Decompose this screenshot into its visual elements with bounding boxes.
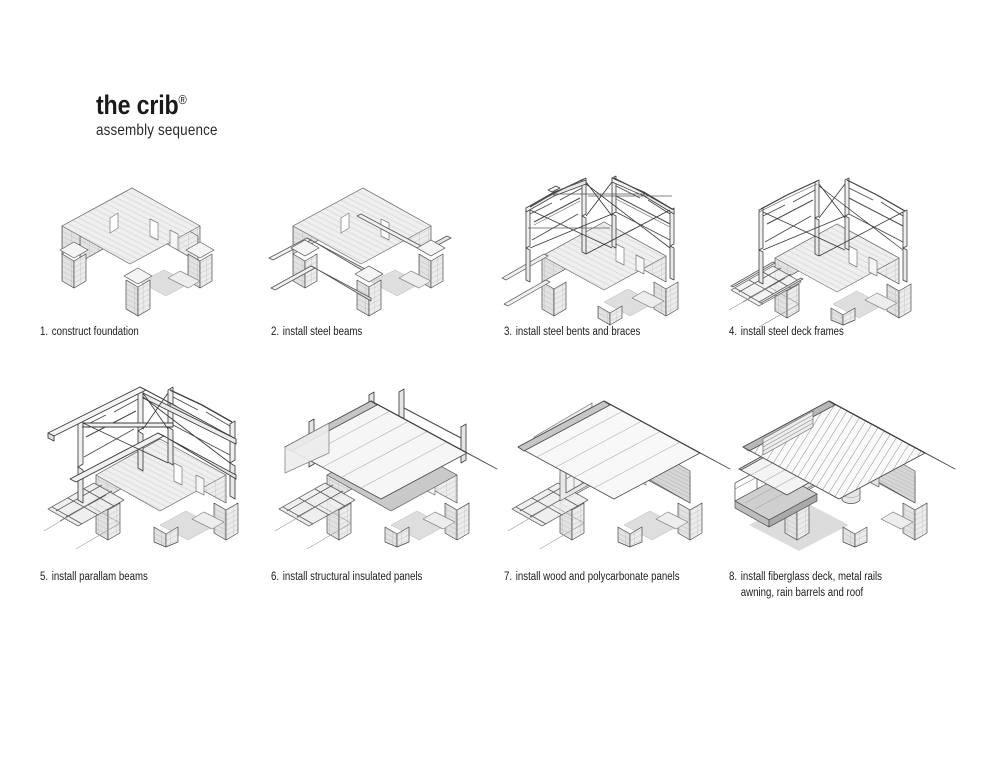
step-1-number: 1. [40,326,49,338]
step-4-caption-block: 4.install steel deck frames [729,325,866,341]
step-4-label: install steel deck frames [740,326,844,338]
registered-trademark-icon: ® [178,92,187,107]
step-8-label: install fiberglass deck, metal rails [740,571,882,583]
step-6-number: 6. [271,571,280,583]
step-7-number: 7. [504,571,513,583]
step-7-caption-block: 7.install wood and polycarbonate panels [504,570,713,586]
logo: the crib® assembly sequence [96,92,241,139]
step-7-label: install wood and polycarbonate panels [515,571,680,583]
step-5-label: install parallam beams [51,571,148,583]
step-4-number: 4. [729,326,738,338]
step-1-caption: 1.construct foundation [40,325,139,341]
step-4-caption: 4.install steel deck frames [729,325,844,341]
step-8-caption: 8.install fiberglass deck, metal rails aw… [729,570,882,601]
step-5-number: 5. [40,571,49,583]
step-2-illustration [268,170,501,320]
step-3-illustration [501,170,734,326]
step-8-illustration [729,375,959,551]
step-5-illustration [40,375,270,550]
step-3-caption: 3.install steel bents and braces [504,325,640,341]
step-2-label: install steel beams [282,326,363,338]
step-7-illustration [504,375,734,550]
step-3-number: 3. [504,326,513,338]
step-3-label: install steel bents and braces [515,326,641,338]
step-5-caption: 5.install parallam beams [40,570,148,586]
step-1-illustration [40,170,270,320]
step-7-caption: 7.install wood and polycarbonate panels [504,570,680,586]
step-1-caption-block: 1.construct foundation [40,325,158,341]
step-6-label: install structural insulated panels [282,571,423,583]
step-8-number: 8. [729,571,738,583]
logo-title: the crib® [96,92,221,119]
step-6-caption: 6.install structural insulated panels [271,570,422,586]
step-8-caption-block: 8.install fiberglass deck, metal rails aw… [729,570,911,601]
step-6-illustration [271,375,501,550]
step-3-caption-block: 3.install steel bents and braces [504,325,666,341]
step-1-label: construct foundation [51,326,139,338]
step-4-illustration [728,170,959,328]
logo-title-text: the crib [96,90,179,120]
step-2-number: 2. [271,326,280,338]
step-5-caption-block: 5.install parallam beams [40,570,168,586]
step-2-caption: 2.install steel beams [271,325,362,341]
step-6-caption-block: 6.install structural insulated panels [271,570,451,586]
logo-subtitle: assembly sequence [96,122,218,139]
step-8-label-line2: awning, rain barrels and roof [740,586,864,599]
step-2-caption-block: 2.install steel beams [271,325,380,341]
